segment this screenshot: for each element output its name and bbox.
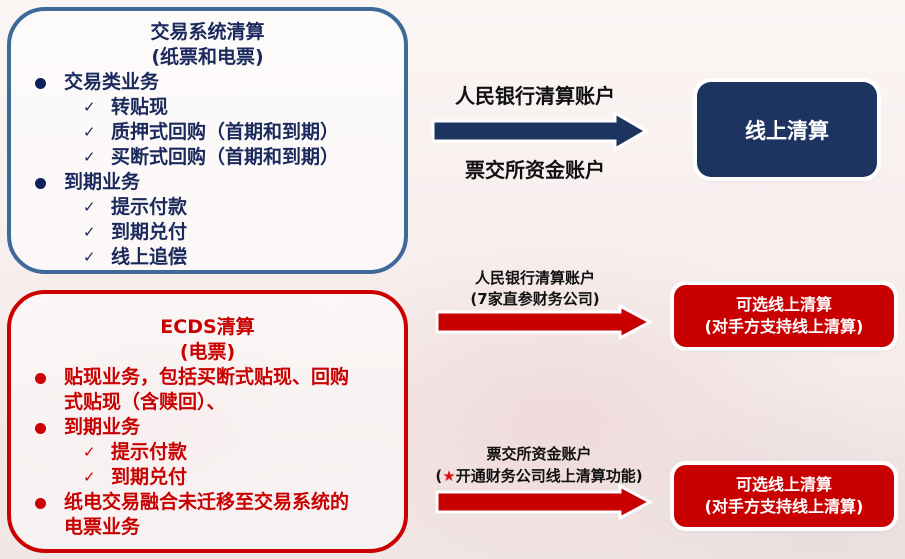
flow-top-label-exchange: 票交所资金账户 <box>465 158 605 182</box>
list-item: 贴现业务，包括买断式贴现、回购 <box>11 365 404 390</box>
ecds-clearing-panel: ECDS清算 (电票) 贴现业务，包括买断式贴现、回购 式贴现（含赎回）、 到期… <box>7 290 408 553</box>
list-item: ✓提示付款 <box>83 196 188 218</box>
panel-subtitle: (纸票和电票) <box>151 46 264 68</box>
list-item: ✓买断式回购（首期和到期） <box>83 146 340 168</box>
list-item: ✓转贴现 <box>83 96 169 118</box>
list-item-continuation: 电票业务 <box>64 516 141 538</box>
panel-title: 交易系统清算 <box>150 21 265 43</box>
optional-online-clearing-box: 可选线上清算 (对手方支持线上清算) <box>674 465 894 527</box>
list-item: 到期业务 <box>11 415 404 440</box>
arrow-right-icon <box>431 110 649 152</box>
check-icon: ✓ <box>83 248 96 266</box>
flow-top-label-pboc: 人民银行清算账户 <box>455 84 615 108</box>
optional-online-clearing-box: 可选线上清算 (对手方支持线上清算) <box>674 285 894 347</box>
list-item: 纸电交易融合未迁移至交易系统的 <box>11 490 404 515</box>
check-icon: ✓ <box>83 468 96 486</box>
check-icon: ✓ <box>83 198 96 216</box>
panel-subtitle: (电票) <box>179 341 236 363</box>
check-icon: ✓ <box>83 123 96 141</box>
flow-bottom-label: 票交所资金账户 (★开通财务公司线上清算功能) <box>435 445 643 485</box>
online-clearing-box: 线上清算 <box>697 82 877 177</box>
bullet-icon <box>35 78 46 89</box>
check-icon: ✓ <box>83 443 96 461</box>
list-item: ✓到期兑付 <box>83 221 188 243</box>
arrow-right-icon <box>435 484 654 520</box>
flow-middle-label: 人民银行清算账户 (7家直参财务公司) <box>470 269 600 308</box>
bullet-icon <box>35 373 46 384</box>
list-item: 到期业务 <box>11 170 404 195</box>
list-item: 交易类业务 <box>11 70 404 95</box>
arrow-right-icon <box>435 304 654 340</box>
bullet-icon <box>35 423 46 434</box>
list-item: ✓提示付款 <box>83 441 188 463</box>
bullet-icon <box>35 178 46 189</box>
panel-title: ECDS清算 <box>160 316 255 338</box>
trade-system-clearing-panel: 交易系统清算 (纸票和电票) 交易类业务 ✓转贴现 ✓质押式回购（首期和到期） … <box>7 7 408 274</box>
list-item: ✓线上追偿 <box>83 246 188 268</box>
check-icon: ✓ <box>83 98 96 116</box>
bullet-icon <box>35 498 46 509</box>
star-icon: ★ <box>442 467 456 485</box>
list-item: ✓质押式回购（首期和到期） <box>83 121 340 143</box>
list-item: ✓到期兑付 <box>83 466 188 488</box>
list-item-continuation: 式贴现（含赎回）、 <box>64 391 226 413</box>
check-icon: ✓ <box>83 148 96 166</box>
check-icon: ✓ <box>83 223 96 241</box>
